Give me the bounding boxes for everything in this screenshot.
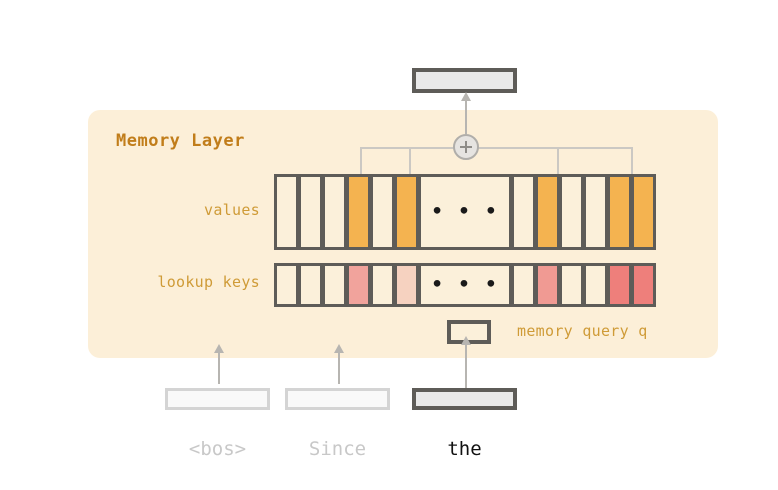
arrow-token-1-to-layer — [334, 344, 344, 384]
values-cell-4 — [370, 174, 395, 250]
keys-cell-3 — [346, 263, 371, 307]
token-box-1 — [285, 388, 390, 410]
arrow-combiner-to-output — [461, 92, 471, 134]
values-cell-5 — [394, 174, 419, 250]
keys-cell-2 — [322, 263, 347, 307]
keys-cell-10 — [583, 263, 608, 307]
keys-cell-7 — [511, 263, 536, 307]
token-box-2 — [412, 388, 517, 410]
keys-ellipsis: • • • — [431, 273, 499, 296]
values-cell-0 — [274, 174, 299, 250]
token-box-0 — [165, 388, 270, 410]
values-cell-7 — [511, 174, 536, 250]
lookup-keys-row-label: lookup keys — [157, 273, 260, 291]
values-cell-8 — [535, 174, 560, 250]
keys-cell-11 — [607, 263, 632, 307]
keys-cell-1 — [298, 263, 323, 307]
values-ellipsis-cell: • • • — [418, 174, 512, 250]
keys-ellipsis-cell: • • • — [418, 263, 512, 307]
values-cell-3 — [346, 174, 371, 250]
values-cell-9 — [559, 174, 584, 250]
values-cell-11 — [607, 174, 632, 250]
arrow-token-2-to-query — [461, 336, 471, 390]
token-label-1: Since — [308, 438, 367, 460]
values-cell-10 — [583, 174, 608, 250]
keys-cell-5 — [394, 263, 419, 307]
output-representation-box — [412, 68, 517, 93]
token-label-2: the — [447, 438, 482, 460]
combiner-drop-3 — [557, 147, 559, 175]
combiner-bus-line — [360, 147, 632, 149]
plus-combiner-icon — [453, 134, 479, 160]
values-row-label: values — [204, 201, 260, 219]
memory-layer-title: Memory Layer — [116, 131, 245, 151]
values-cell-1 — [298, 174, 323, 250]
keys-cell-8 — [535, 263, 560, 307]
lookup-keys-row: • • • — [274, 263, 656, 307]
arrow-token-0-to-layer — [214, 344, 224, 384]
keys-cell-4 — [370, 263, 395, 307]
combiner-drop-2 — [409, 147, 411, 175]
values-ellipsis: • • • — [431, 200, 499, 223]
values-cell-12 — [631, 174, 656, 250]
combiner-drop-1 — [360, 147, 362, 175]
values-cell-2 — [322, 174, 347, 250]
values-row: • • • — [274, 174, 656, 250]
keys-cell-0 — [274, 263, 299, 307]
combiner-drop-4 — [631, 147, 633, 175]
keys-cell-12 — [631, 263, 656, 307]
memory-query-label: memory query q — [517, 322, 648, 340]
token-label-0: <bos> — [188, 438, 247, 460]
keys-cell-9 — [559, 263, 584, 307]
